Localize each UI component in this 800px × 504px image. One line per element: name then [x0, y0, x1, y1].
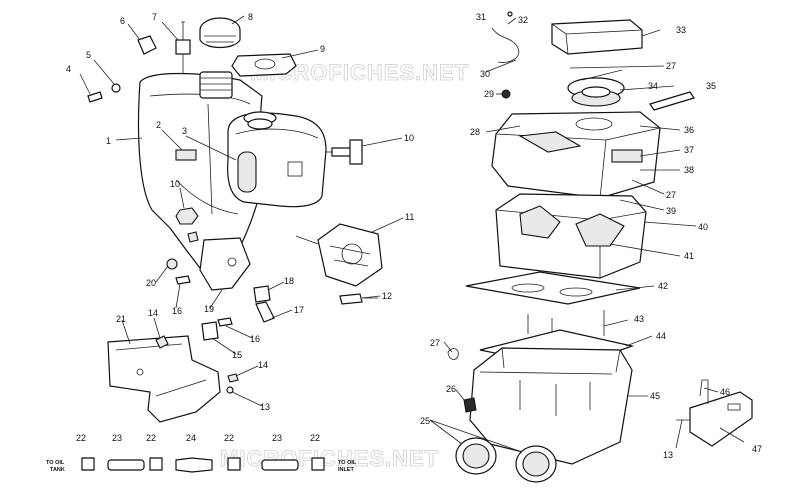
callout-13-right: 13 [663, 450, 673, 460]
callout-40: 40 [698, 222, 708, 232]
callout-31: 31 [476, 12, 486, 22]
callout-9: 9 [320, 44, 325, 54]
callout-37: 37 [684, 145, 694, 155]
callout-numbers: 1 2 3 4 5 6 7 8 9 10 10 11 12 13 13 14 1… [66, 12, 762, 460]
callout-34: 34 [648, 81, 658, 91]
callout-15: 15 [232, 350, 242, 360]
label-to-oil-tank-line2: TANK [50, 467, 65, 473]
callout-30: 30 [480, 69, 490, 79]
callout-46: 46 [720, 387, 730, 397]
callout-7: 7 [152, 12, 157, 22]
callout-24: 24 [186, 433, 196, 443]
callout-2: 2 [156, 120, 161, 130]
callout-38: 38 [684, 165, 694, 175]
callout-22-d: 22 [310, 433, 320, 443]
callout-5: 5 [86, 50, 91, 60]
label-to-oil-tank-line1: TO OIL [46, 460, 65, 466]
callout-6: 6 [120, 16, 125, 26]
callout-27-top: 27 [666, 61, 676, 71]
callout-4: 4 [66, 64, 71, 74]
callout-11: 11 [405, 212, 414, 222]
callout-10-lower: 10 [170, 179, 180, 189]
oil-line-kit [81, 457, 325, 473]
callout-14-upper: 14 [148, 308, 158, 318]
callout-12: 12 [382, 291, 392, 301]
callout-39: 39 [666, 206, 676, 216]
callout-22-a: 22 [76, 433, 86, 443]
callout-44: 44 [656, 331, 666, 341]
callout-8: 8 [248, 12, 253, 22]
oil-tank-assembly [87, 17, 383, 423]
callout-36: 36 [684, 125, 694, 135]
callout-10-upper: 10 [404, 133, 414, 143]
callout-17: 17 [294, 305, 304, 315]
callout-16-right: 16 [250, 334, 260, 344]
callout-1: 1 [106, 136, 111, 146]
callout-23-b: 23 [272, 433, 282, 443]
callout-42: 42 [658, 281, 668, 291]
callout-35: 35 [706, 81, 716, 91]
callout-43: 43 [634, 314, 644, 324]
callout-45: 45 [650, 391, 660, 401]
callout-20: 20 [146, 278, 156, 288]
callout-22-c: 22 [224, 433, 234, 443]
callout-18: 18 [284, 276, 294, 286]
callout-13-left: 13 [260, 402, 270, 412]
callout-28: 28 [470, 127, 480, 137]
callout-27-mid: 27 [666, 190, 676, 200]
label-to-oil-inlet-line1: TO OIL [338, 460, 357, 466]
callout-25: 25 [420, 416, 430, 426]
watermark-bottom: MICROFICHES.NET [220, 446, 439, 471]
callout-26: 26 [446, 384, 456, 394]
hose-labels: TO OIL TANK TO OIL INLET [46, 460, 357, 473]
callout-41: 41 [684, 251, 694, 261]
callout-21: 21 [116, 314, 126, 324]
label-plate [175, 149, 197, 161]
callout-47: 47 [752, 444, 762, 454]
callout-22-b: 22 [146, 433, 156, 443]
label-to-oil-inlet-line2: INLET [338, 467, 355, 473]
callout-23-a: 23 [112, 433, 122, 443]
callout-14-lower: 14 [258, 360, 268, 370]
callout-29: 29 [484, 89, 494, 99]
leader-lines [79, 15, 745, 453]
air-box-assembly [447, 11, 753, 483]
callout-27-low: 27 [430, 338, 440, 348]
callout-32: 32 [518, 15, 528, 25]
callout-19: 19 [204, 304, 214, 314]
callout-16-left: 16 [172, 306, 182, 316]
callout-33: 33 [676, 25, 686, 35]
callout-3: 3 [182, 126, 187, 136]
